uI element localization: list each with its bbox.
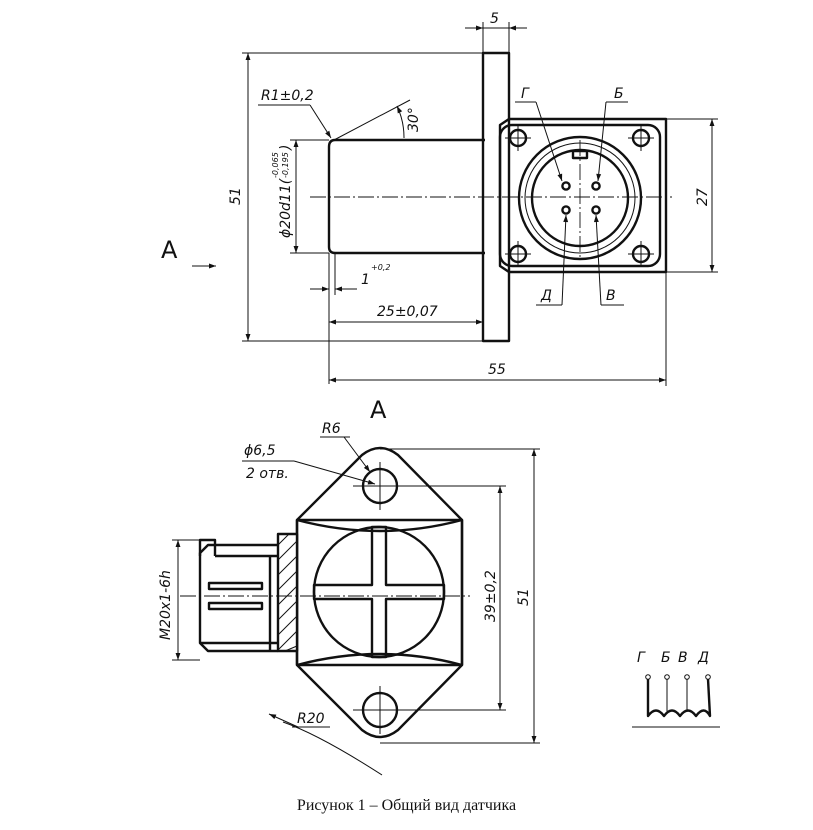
dim-5: 5 bbox=[490, 11, 499, 27]
coil-schematic: Г Б В Д bbox=[632, 650, 720, 728]
technical-drawing: 5 Г Б Д В R1±0,2 30° 51 ϕ20d11( bbox=[158, 11, 720, 776]
schematic-label-b: Б bbox=[661, 650, 671, 666]
dim-chamfer-tol: +0,2 bbox=[371, 263, 390, 272]
view-a-title: А bbox=[370, 396, 387, 424]
dim-thread: М20х1-6h bbox=[158, 570, 174, 640]
connector-slot-1 bbox=[207, 581, 264, 591]
label-pin-v: В bbox=[606, 288, 616, 304]
connector-body bbox=[198, 543, 278, 653]
top-view: 5 Г Б Д В R1±0,2 30° 51 ϕ20d11( bbox=[161, 11, 718, 386]
dim-diameter: ϕ20d11( -0,065 -0,195 ) bbox=[271, 145, 294, 238]
dim-diameter-close: ) bbox=[278, 145, 294, 151]
dim-25: 25±0,07 bbox=[377, 304, 438, 320]
connector-ring-outer bbox=[517, 135, 643, 261]
schematic-label-d: Д bbox=[697, 650, 709, 666]
dim-chamfer: 1 bbox=[361, 272, 370, 288]
label-pin-g: Г bbox=[521, 86, 530, 102]
sensor-cross bbox=[312, 525, 446, 659]
dim-hole-diameter: ϕ6,5 bbox=[244, 443, 276, 459]
dim-diameter-lower: -0,195 bbox=[281, 152, 290, 178]
dim-r6: R6 bbox=[322, 421, 341, 437]
dim-39: 39±0,2 bbox=[483, 570, 499, 622]
figure-caption: Рисунок 1 – Общий вид датчика bbox=[296, 797, 517, 814]
dim-r1: R1±0,2 bbox=[261, 88, 314, 104]
view-arrow-label: А bbox=[161, 236, 178, 264]
dim-angle: 30° bbox=[406, 107, 422, 132]
sensor-window bbox=[312, 525, 446, 659]
square-body bbox=[295, 518, 464, 667]
square-housing-inner bbox=[498, 123, 662, 268]
pin-b bbox=[591, 181, 601, 191]
dim-r20: R20 bbox=[297, 711, 325, 727]
cylinder-body bbox=[327, 138, 485, 255]
pin-d bbox=[561, 205, 571, 215]
label-pin-d: Д bbox=[540, 288, 552, 304]
pin-g bbox=[561, 181, 571, 191]
pin-v bbox=[591, 205, 601, 215]
dim-51-top: 51 bbox=[228, 187, 244, 205]
coil-winding bbox=[646, 678, 712, 718]
schematic-label-g: Г bbox=[637, 650, 646, 666]
schematic-label-v: В bbox=[678, 650, 688, 666]
dim-diameter-main: ϕ20d11( bbox=[278, 178, 294, 238]
dim-holes-count: 2 отв. bbox=[246, 466, 289, 482]
dim-27: 27 bbox=[695, 188, 711, 206]
view-a: А М bbox=[158, 396, 540, 776]
label-pin-b: Б bbox=[614, 86, 624, 102]
connector-slot-2 bbox=[207, 601, 264, 611]
dim-55: 55 bbox=[488, 362, 506, 378]
thread-section-hatch-bg bbox=[276, 532, 299, 653]
dim-51-view-a: 51 bbox=[516, 588, 532, 606]
dim-diameter-upper: -0,065 bbox=[271, 152, 280, 178]
